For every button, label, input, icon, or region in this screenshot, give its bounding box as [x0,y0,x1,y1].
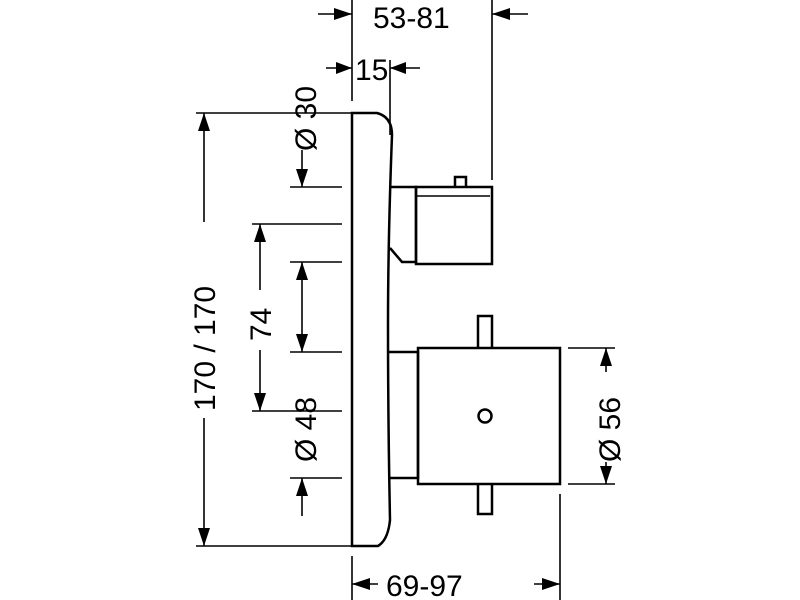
upper-knob-neck [389,185,418,264]
upper-knob-cap [453,175,468,187]
extension-lines [196,0,615,600]
dim-plate-offset-label: 15 [355,54,388,87]
dim-installation-depth: 69-97 [352,570,560,600]
lever-bottom [476,484,494,516]
dim-handle-diameter-label: Ø 56 [594,397,627,462]
dim-handle-diameter: Ø 56 [594,348,627,484]
dim-spacing-label: 74 [245,308,278,341]
dim-plate-height: 170 / 170 [189,113,222,546]
dim-depth-total: 53-81 [318,2,528,35]
dim-depth-total-label: 53-81 [373,2,450,35]
lever-top [476,314,494,348]
spindle-neck [389,350,420,480]
dim-installation-depth-label: 69-97 [386,570,463,600]
center-screw [477,408,493,424]
cover-plate [350,111,394,548]
dim-plate-offset: 15 [326,54,420,87]
dim-spindle-diameter-label: Ø 48 [290,397,323,462]
lower-handle [416,346,562,486]
dim-top-knob-diameter: Ø 30 [290,86,323,187]
upper-knob [414,185,494,266]
dim-plate-height-label: 170 / 170 [189,286,222,411]
dim-top-knob-diameter-label: Ø 30 [290,86,323,151]
mixer-outline [350,111,562,548]
dim-spindle-diameter: Ø 48 [290,262,323,516]
dim-spacing: 74 [245,224,278,411]
